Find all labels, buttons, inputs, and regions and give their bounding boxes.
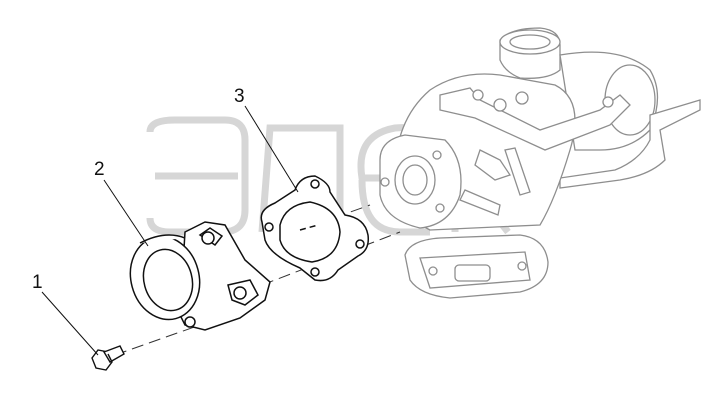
callout-1-label: 1	[32, 272, 43, 293]
gasket-icon	[260, 175, 370, 282]
turbocharger-icon	[379, 27, 701, 299]
callout-3-label: 3	[234, 86, 245, 107]
flange-elbow-icon	[129, 221, 271, 331]
bolt-icon	[91, 345, 125, 371]
leader-lines	[41, 105, 299, 356]
callout-2-label: 2	[94, 159, 105, 180]
